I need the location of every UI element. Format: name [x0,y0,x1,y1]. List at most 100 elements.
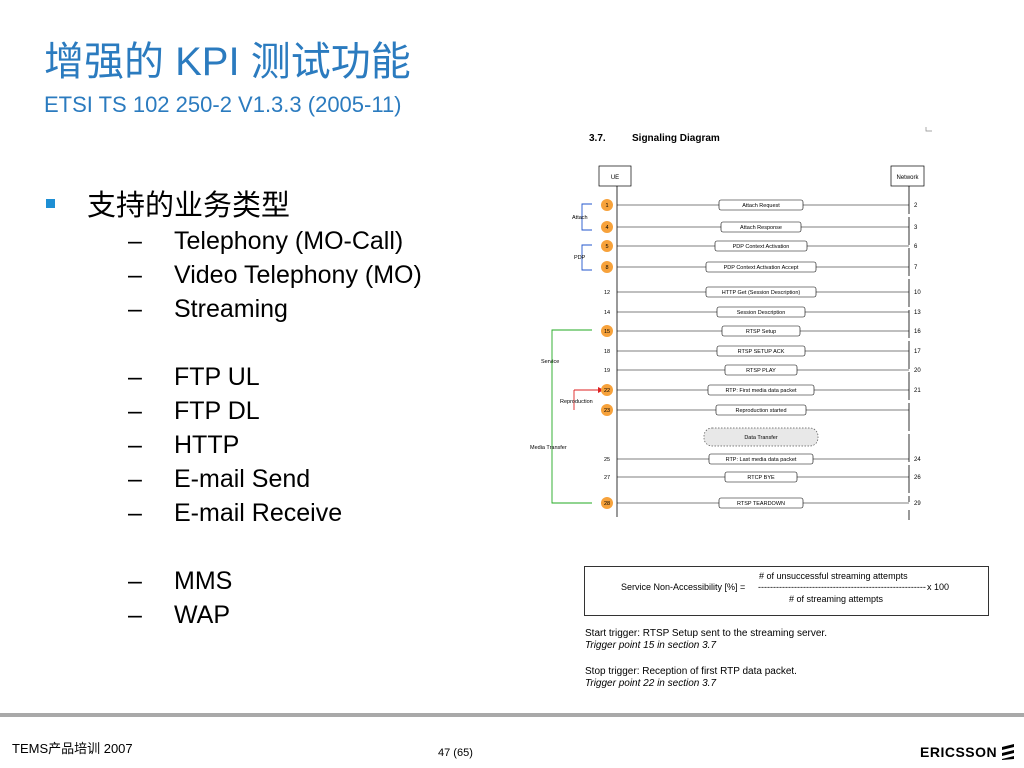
formula-box: # of unsuccessful streaming attempts Ser… [584,566,989,616]
step-number: 2 [914,203,918,209]
dash-marker: – [128,566,142,595]
trigger-point-marker [601,497,613,509]
network-box [890,165,925,187]
step-number: 18 [604,349,610,355]
diagram-section-number: 3.7. [589,133,606,144]
step-number: 12 [604,290,610,296]
message-box [718,497,804,509]
list-item: –Streaming [128,292,422,326]
service-label: Streaming [174,294,288,323]
message-label: Attach Request [742,203,780,209]
trigger-point-marker [601,384,613,396]
list-item: –Video Telephony (MO) [128,258,422,292]
message-label: RTSP TEARDOWN [737,501,785,507]
formula-multiplier: x 100 [927,582,950,592]
bullet-heading: 支持的业务类型 [46,182,290,224]
message-label: Reproduction started [735,408,786,414]
list-item: – FTP DL [128,394,422,428]
service-label: FTP DL [174,396,260,425]
group-label-service: Service [541,359,559,365]
stop-trigger: Stop trigger: Reception of first RTP dat… [585,666,797,677]
message-box [705,286,817,298]
ericsson-logo-icon [1002,744,1015,760]
start-trigger: Start trigger: RTSP Setup sent to the st… [585,628,827,639]
signaling-diagram: 3.7. Signaling Diagram UE Network Attach… [530,127,932,520]
step-number: 7 [914,265,918,271]
service-bracket [551,329,592,504]
footer-page-number: 47 (65) [438,747,473,759]
step-number: 16 [914,329,921,335]
message-label: Attach Response [740,225,782,231]
step-number: 8 [605,265,608,271]
message-box [720,221,802,233]
service-label: FTP UL [174,362,260,391]
step-number: 6 [914,244,918,250]
step-number: 29 [914,501,921,507]
list-item: – MMS [128,564,422,598]
message-box [718,199,804,211]
service-label: Telephony (MO-Call) [174,226,404,255]
list-item: – E-mail Send [128,462,422,496]
service-label: HTTP [174,430,240,459]
step-number: 23 [604,408,610,414]
step-number: 3 [914,225,918,231]
trigger-point-marker [601,325,613,337]
dash-marker: – [128,226,142,255]
dash-marker: – [128,464,142,493]
ue-label: UE [611,175,619,181]
formula-dashes: ----------------------------------------… [758,582,926,592]
slide-subtitle: ETSI TS 102 250-2 V1.3.3 (2005-11) [44,92,402,117]
group-label-reproduction: Reproduction [560,399,593,405]
dash-marker: – [128,430,142,459]
service-label: Video Telephony (MO) [174,260,422,289]
corner-mark [925,127,932,132]
message-label: RTSP Setup [746,329,776,335]
message-label: RTP: First media data packet [725,388,797,394]
group-label-attach: Attach [572,215,588,221]
step-number: 20 [914,368,921,374]
group-label-pdp: PDP [574,255,586,261]
step-number: 1 [605,203,608,209]
ericsson-logo: ERICSSON [920,744,1015,760]
message-box [721,325,801,337]
step-number: 27 [604,475,610,481]
square-bullet-icon [46,198,55,208]
data-transfer-box [703,427,819,447]
dash-marker: – [128,498,142,527]
list-item: – FTP UL [128,360,422,394]
message-box [705,261,817,273]
step-number: 5 [605,244,608,250]
step-number: 15 [604,329,610,335]
step-number: 25 [604,457,610,463]
message-label: RTSP SETUP ACK [738,349,785,355]
message-label: Session Description [737,310,786,316]
dash-marker: – [128,396,142,425]
formula-denominator: # of streaming attempts [789,594,884,604]
service-list: –Telephony (MO-Call) –Video Telephony (M… [128,224,422,632]
service-label: E-mail Receive [174,498,343,527]
step-number: 22 [604,388,610,394]
message-label: RTP: Last media data packet [726,457,797,463]
slide-title: 增强的 KPI 测试功能 [44,40,411,84]
service-label: E-mail Send [174,464,311,493]
footer-divider [0,713,1024,717]
list-item: –WAP [128,598,422,632]
step-number: 21 [914,388,921,394]
trigger-point-marker [601,221,613,233]
list-item: – Telephony (MO-Call) [128,224,422,258]
message-box [724,471,798,483]
step-number: 4 [605,225,608,231]
message-box [716,345,806,357]
dash-marker: – [128,600,142,629]
message-box [714,240,808,252]
stop-trigger-ref: Trigger point 22 in section 3.7 [585,678,717,689]
formula-numerator: # of unsuccessful streaming attempts [759,571,908,581]
dash-marker: – [128,362,142,391]
message-label: Data Transfer [744,435,777,441]
message-label: RTSP PLAY [746,368,776,374]
network-label: Network [896,175,919,181]
step-number: 10 [914,290,921,296]
message-label: PDP Context Activation [733,244,790,250]
service-label: MMS [174,566,233,595]
